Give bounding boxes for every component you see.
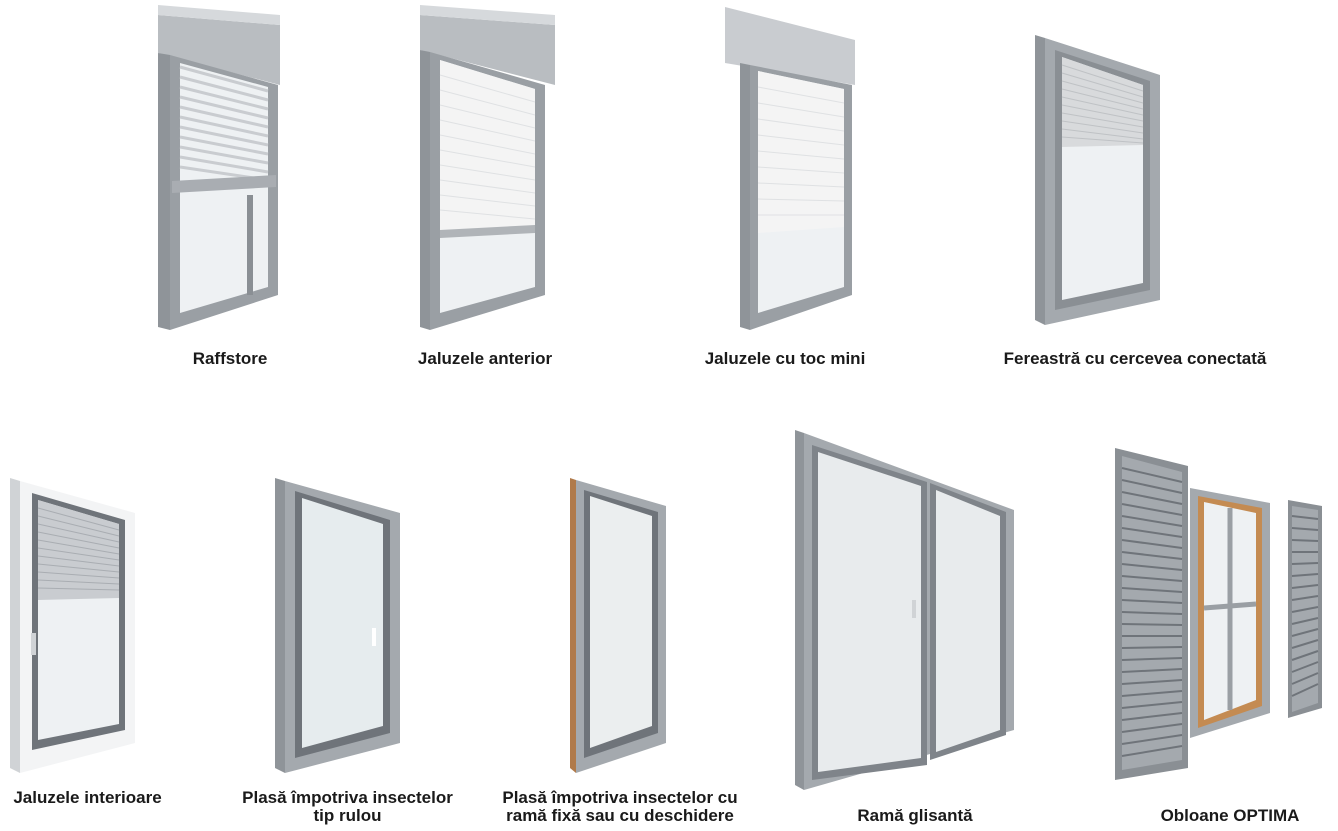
jaluzele-interioare-window-image xyxy=(10,478,135,773)
caption-jaluzele-toc-mini-text: Jaluzele cu toc mini xyxy=(704,349,866,368)
product-rama-glisanta[interactable] xyxy=(792,430,1017,795)
caption-jaluzele-anterior-text: Jaluzele anterior xyxy=(417,349,553,368)
plasa-rulou-window-image xyxy=(275,478,400,773)
caption-plasa-rama-fixa: Plasă împotriva insectelor cu ramă fixă … xyxy=(485,789,755,825)
caption-rama-glisanta-text: Ramă glisantă xyxy=(857,806,973,825)
product-fereastra-cercevea[interactable] xyxy=(1030,35,1165,330)
caption-plasa-rulou: Plasă împotriva insectelor tip rulou xyxy=(225,789,470,825)
caption-fereastra-cercevea: Fereastră cu cercevea conectată xyxy=(985,350,1285,368)
caption-raffstore: Raffstore xyxy=(150,350,310,368)
product-plasa-rulou[interactable] xyxy=(270,478,405,778)
product-jaluzele-toc-mini[interactable] xyxy=(720,5,860,335)
fereastra-cercevea-window-image xyxy=(1035,35,1160,325)
caption-raffstore-text: Raffstore xyxy=(192,349,268,368)
product-raffstore[interactable] xyxy=(150,5,290,335)
caption-jaluzele-anterior: Jaluzele anterior xyxy=(405,350,565,368)
jaluzele-toc-mini-window-image xyxy=(725,7,855,330)
jaluzele-anterior-window-image xyxy=(420,5,555,330)
caption-jaluzele-toc-mini: Jaluzele cu toc mini xyxy=(685,350,885,368)
caption-plasa-rama-fixa-line2: ramă fixă sau cu deschidere xyxy=(506,806,734,825)
product-plasa-rama-fixa[interactable] xyxy=(568,478,668,778)
caption-obloane-optima: Obloane OPTIMA xyxy=(1135,807,1325,825)
caption-rama-glisanta: Ramă glisantă xyxy=(835,807,995,825)
raffstore-window-image xyxy=(158,5,280,330)
obloane-optima-window-image xyxy=(1115,448,1322,780)
caption-jaluzele-interioare-text: Jaluzele interioare xyxy=(13,788,162,807)
caption-plasa-rulou-line2: tip rulou xyxy=(313,806,382,825)
caption-obloane-optima-text: Obloane OPTIMA xyxy=(1160,806,1300,825)
rama-glisanta-window-image xyxy=(795,430,1014,790)
product-obloane-optima[interactable] xyxy=(1110,448,1338,780)
caption-fereastra-cercevea-text: Fereastră cu cercevea conectată xyxy=(1003,349,1267,368)
caption-plasa-rulou-line1: Plasă împotriva insectelor xyxy=(242,788,453,807)
product-jaluzele-interioare[interactable] xyxy=(5,478,140,778)
caption-jaluzele-interioare: Jaluzele interioare xyxy=(0,789,175,807)
plasa-rama-fixa-window-image xyxy=(570,478,666,773)
caption-plasa-rama-fixa-line1: Plasă împotriva insectelor cu xyxy=(502,788,738,807)
product-jaluzele-anterior[interactable] xyxy=(410,5,560,335)
